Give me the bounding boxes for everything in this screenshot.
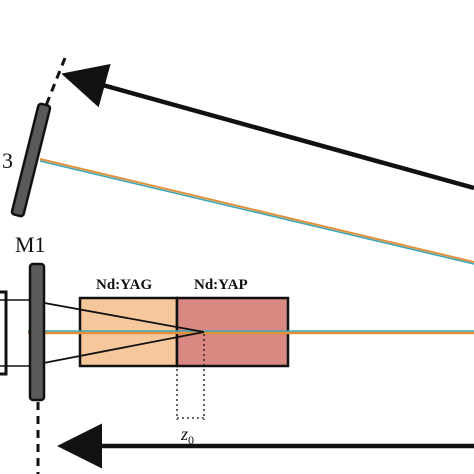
diagonal-beam-cyan [39, 160, 474, 265]
mirror-m3-label: 3 [2, 148, 13, 173]
z0-label-subscript: 0 [188, 433, 194, 447]
left-edge-component [0, 290, 8, 376]
mirror-m3 [10, 102, 52, 218]
mirror-m1-label: M1 [15, 232, 46, 257]
crystal-nd-yap-label: Nd:YAP [194, 277, 248, 293]
z0-label: z0 [180, 424, 194, 447]
mirror-m1 [28, 262, 46, 402]
pump-cone-upper [27, 299, 205, 333]
diagonal-beam-orange [39, 158, 474, 263]
top-return-arrow [61, 63, 474, 191]
m3-axis-dashed [43, 57, 67, 109]
pump-cone-lower [27, 331, 205, 367]
crystal-nd-yag-label: Nd:YAG [96, 277, 152, 293]
z0-label-main: z [180, 424, 188, 444]
